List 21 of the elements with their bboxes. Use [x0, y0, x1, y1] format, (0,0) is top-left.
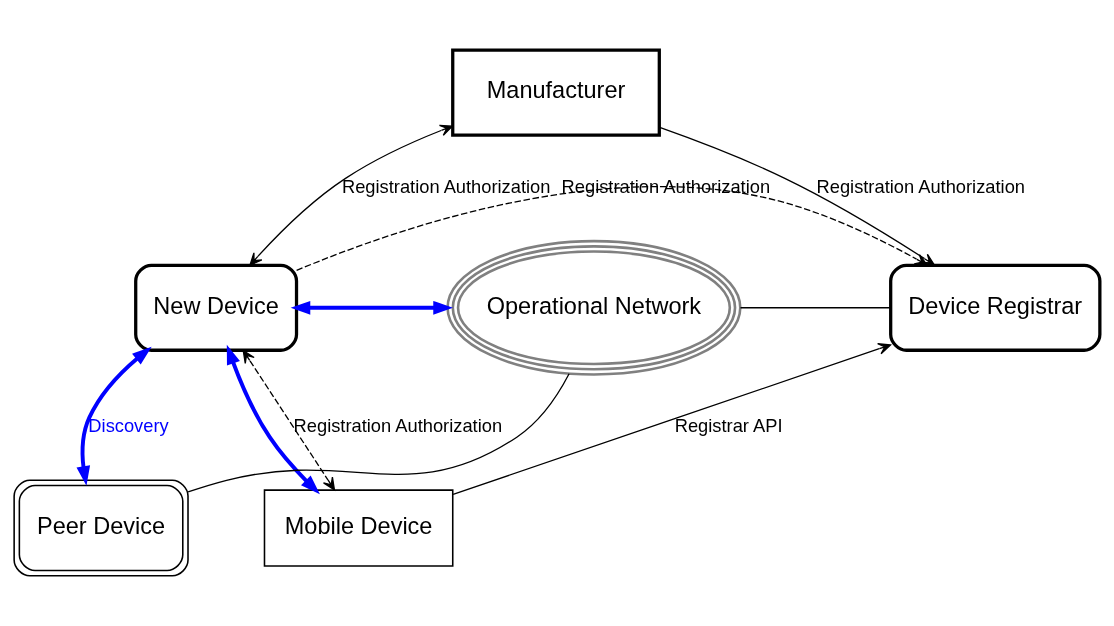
- node-box: Peer Device: [13, 479, 189, 577]
- edge-label: Registrar API: [674, 415, 783, 437]
- edge-label: Registration Authorization: [561, 175, 771, 197]
- arrow: [290, 300, 453, 315]
- node-ellipse: Operational Network: [446, 239, 742, 376]
- edge-label: Registration Authorization: [293, 415, 503, 437]
- connector: [187, 373, 570, 493]
- node-box: New Device: [134, 263, 299, 352]
- arrow: [249, 124, 454, 266]
- connector: [739, 307, 891, 309]
- arrow: [452, 343, 892, 496]
- edge-label: Registration Authorization: [341, 175, 551, 197]
- edge-label: Registration Authorization: [816, 175, 1026, 197]
- node-box: Mobile Device: [263, 489, 454, 567]
- node-box: Device Registrar: [889, 263, 1102, 352]
- node-box: Manufacturer: [451, 48, 661, 137]
- arrow: [76, 346, 152, 486]
- arrow: [242, 349, 336, 491]
- edge-label: Discovery: [88, 415, 169, 437]
- arrow: [226, 344, 320, 495]
- arrow: [295, 186, 928, 272]
